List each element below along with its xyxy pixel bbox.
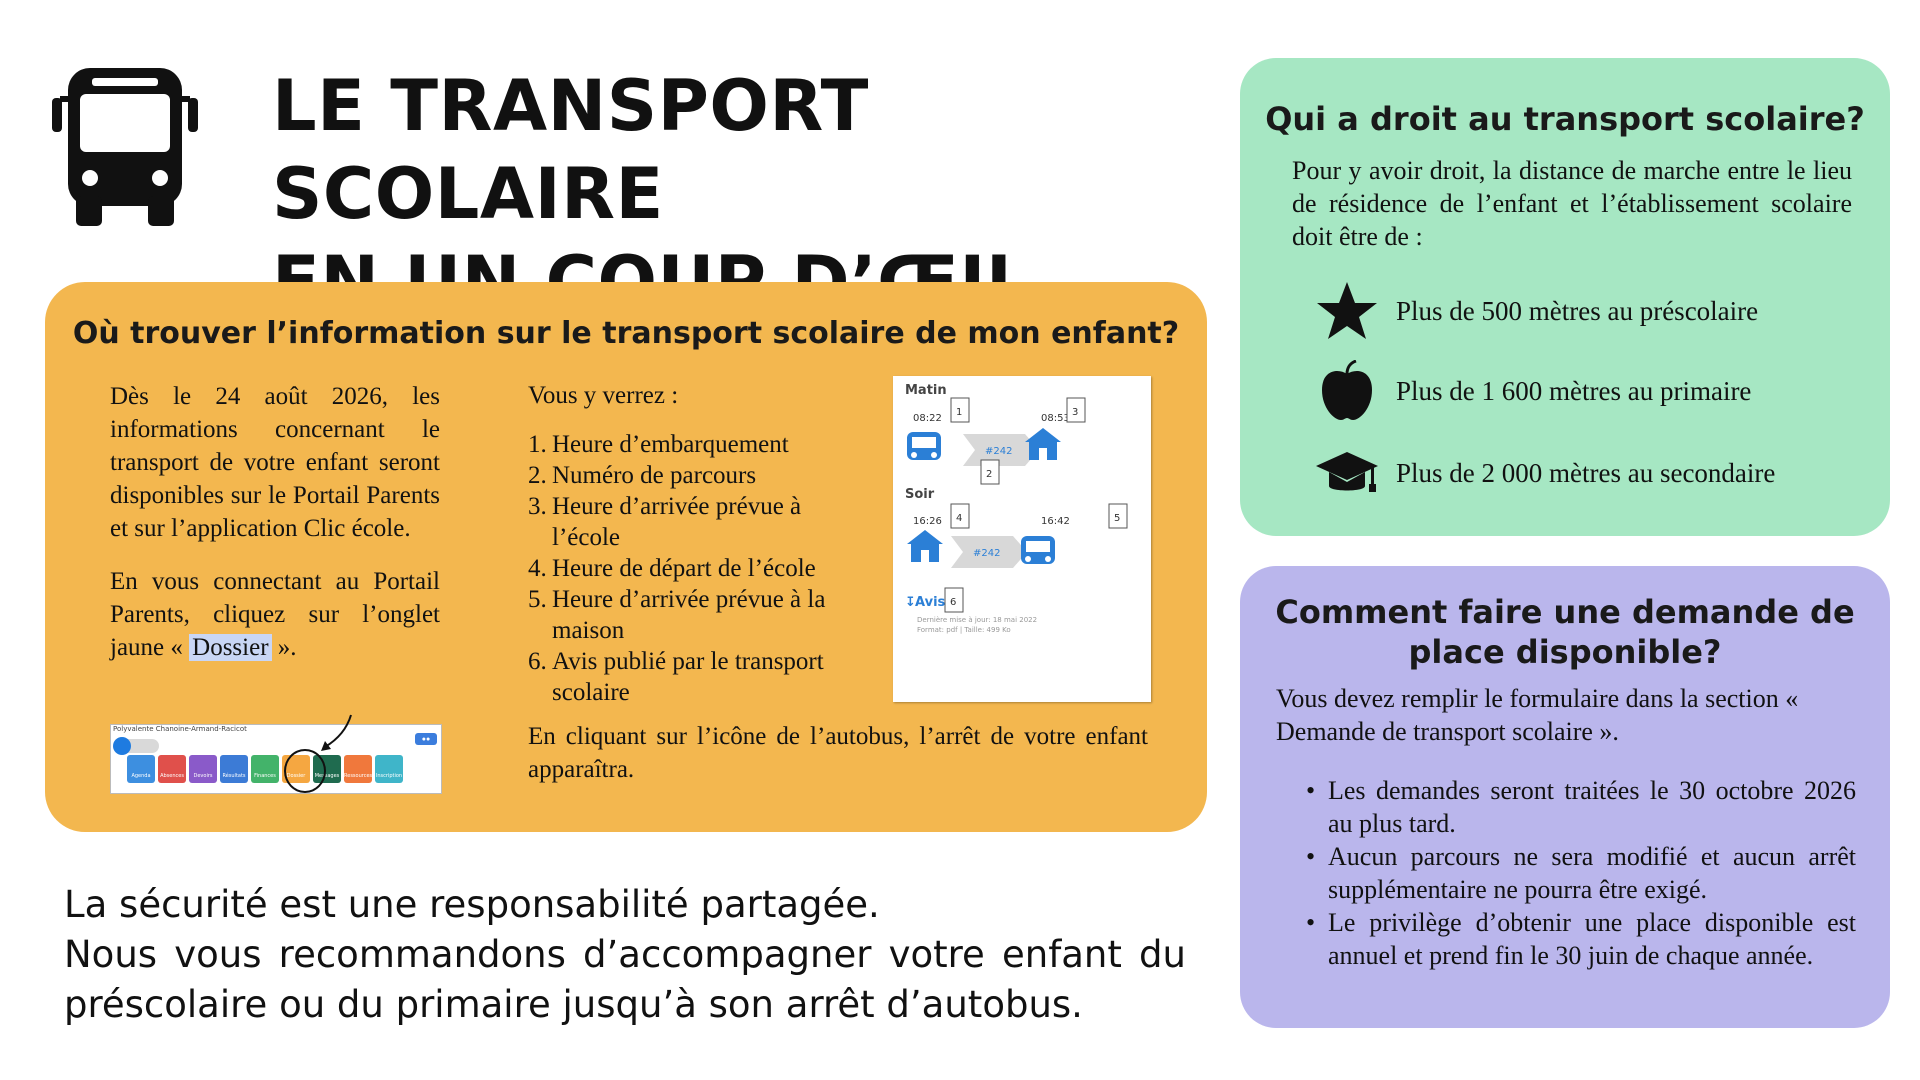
- portal-tile-ressources[interactable]: Ressources: [344, 755, 372, 783]
- criterion-preschool: Plus de 500 mètres au préscolaire: [1316, 280, 1758, 342]
- avis-meta-2: Format: pdf | Taille: 499 Ko: [917, 626, 1011, 634]
- safety-line-2: Nous vous recommandons d’accompagner vot…: [64, 933, 1186, 1026]
- step-item: 5.Heure d’arrivée prévue à la maison: [528, 584, 858, 646]
- info-left-column: Dès le 24 août 2026, les informations co…: [110, 380, 440, 684]
- dossier-tab-circle: [284, 749, 326, 793]
- request-card: Comment faire une demande de place dispo…: [1240, 566, 1890, 1028]
- marker-box-1: [950, 397, 970, 423]
- eligibility-heading: Qui a droit au transport scolaire?: [1265, 100, 1865, 138]
- marker-3: 3: [1072, 407, 1078, 418]
- portal-tile-résultats[interactable]: Résultats: [220, 755, 248, 783]
- criterion-preschool-text: Plus de 500 mètres au préscolaire: [1396, 295, 1759, 326]
- step-number: 2.: [528, 462, 547, 489]
- portal-instruction-text: En vous connectant au Portail Parents, c…: [110, 568, 440, 661]
- marker-4: 4: [956, 513, 962, 524]
- portal-screenshot: Polyvalente Chanoine-Armand-Racicot ●● A…: [110, 714, 442, 794]
- step-number: 5.: [528, 586, 547, 613]
- step-text: Numéro de parcours: [552, 462, 757, 489]
- house-icon: [907, 530, 943, 562]
- portal-school-name: Polyvalente Chanoine-Armand-Racicot: [113, 725, 247, 733]
- criterion-primary: Plus de 1 600 mètres au primaire: [1316, 360, 1751, 422]
- marker-box-3: [1066, 397, 1086, 423]
- apple-icon: [1322, 360, 1372, 420]
- eligibility-intro: Pour y avoir droit, la distance de march…: [1292, 156, 1852, 251]
- portal-users-badge: ●●: [415, 733, 437, 745]
- eligibility-card: Qui a droit au transport scolaire? Pour …: [1240, 58, 1890, 536]
- portal-tile-absences[interactable]: Absences: [158, 755, 186, 783]
- marker-2: 2: [986, 469, 992, 480]
- bus-icon-hint: En cliquant sur l’icône de l’autobus, l’…: [528, 723, 1148, 783]
- title-line-1: LE TRANSPORT SCOLAIRE: [272, 65, 869, 235]
- steps-title: Vous y verrez :: [528, 382, 679, 409]
- portal-tile-inscription[interactable]: Inscription: [375, 755, 403, 783]
- marker-box-2: [980, 459, 1000, 485]
- portal-instruction-paragraph: En vous connectant au Portail Parents, c…: [110, 565, 440, 664]
- step-number: 4.: [528, 555, 547, 582]
- step-item: 3.Heure d’arrivée prévue à l’école: [528, 491, 858, 553]
- schedule-matin-label: Matin: [905, 383, 947, 398]
- step-item: 6.Avis publié par le transport scolaire: [528, 646, 858, 708]
- schedule-time-board-am: 08:22: [913, 413, 942, 424]
- schedule-time-depart-pm: 16:26: [913, 516, 942, 527]
- portal-avatar: [113, 737, 131, 755]
- house-icon: [1025, 428, 1061, 460]
- criterion-secondary-text: Plus de 2 000 mètres au secondaire: [1396, 457, 1776, 488]
- step-text: Heure d’arrivée prévue à la maison: [552, 586, 826, 644]
- marker-1: 1: [956, 407, 962, 418]
- marker-5: 5: [1114, 513, 1120, 524]
- marker-box-5: [1108, 503, 1128, 529]
- step-number: 6.: [528, 648, 547, 675]
- dossier-tab-highlight: Dossier: [189, 634, 272, 661]
- marker-box-4: [950, 503, 970, 529]
- portal-tile-finances[interactable]: Finances: [251, 755, 279, 783]
- step-item: 2.Numéro de parcours: [528, 460, 858, 491]
- info-card: Où trouver l’information sur le transpor…: [45, 282, 1207, 832]
- download-icon: ↧: [905, 595, 916, 610]
- step-item: 4.Heure de départ de l’école: [528, 553, 858, 584]
- bus-icon: [907, 432, 941, 460]
- marker-box-6: [944, 587, 964, 613]
- request-heading: Comment faire une demande de place dispo…: [1275, 593, 1855, 671]
- portal-instruction-end: ».: [271, 634, 297, 661]
- route-number-pm: #242: [973, 548, 1000, 559]
- avis-link[interactable]: Avis: [915, 595, 946, 610]
- schedule-time-arrive-pm: 16:42: [1041, 516, 1070, 527]
- step-text: Heure d’arrivée prévue à l’école: [552, 493, 802, 551]
- schedule-preview: Matin 08:22 08:53 1 3 #242 2 Soir 16:26 …: [893, 376, 1151, 702]
- star-icon: [1317, 282, 1377, 339]
- step-item: 1.Heure d’embarquement: [528, 429, 858, 460]
- route-arrow-pm: [951, 536, 1027, 568]
- criterion-secondary: Plus de 2 000 mètres au secondaire: [1316, 442, 1775, 504]
- portal-tile-devoirs[interactable]: Devoirs: [189, 755, 217, 783]
- request-rule-item: Les demandes seront traitées le 30 octob…: [1306, 774, 1856, 840]
- request-rule-item: Le privilège d’obtenir une place disponi…: [1306, 906, 1856, 972]
- bus-icon: [1021, 536, 1055, 564]
- schedule-soir-label: Soir: [905, 487, 935, 502]
- marker-6: 6: [950, 597, 956, 608]
- avis-meta-1: Dernière mise à jour: 18 mai 2022: [917, 616, 1037, 624]
- step-text: Avis publié par le transport scolaire: [552, 648, 824, 706]
- request-rule-item: Aucun parcours ne sera modifié et aucun …: [1306, 840, 1856, 906]
- bus-icon: [52, 68, 198, 226]
- step-number: 3.: [528, 493, 547, 520]
- portal-tile-agenda[interactable]: Agenda: [127, 755, 155, 783]
- safety-message: La sécurité est une responsabilité parta…: [64, 880, 1186, 1030]
- step-number: 1.: [528, 431, 547, 458]
- criterion-primary-text: Plus de 1 600 mètres au primaire: [1396, 375, 1752, 406]
- safety-line-1: La sécurité est une responsabilité parta…: [64, 883, 880, 926]
- schedule-time-arrive-am: 08:53: [1041, 413, 1070, 424]
- arrow-icon: [321, 714, 352, 751]
- request-rules-list: Les demandes seront traitées le 30 octob…: [1306, 774, 1856, 972]
- graduation-cap-icon: [1316, 452, 1378, 492]
- route-arrow-am: [963, 434, 1039, 466]
- availability-paragraph: Dès le 24 août 2026, les informations co…: [110, 383, 440, 542]
- step-text: Heure d’embarquement: [552, 431, 789, 458]
- info-card-heading: Où trouver l’information sur le transpor…: [72, 316, 1180, 351]
- request-intro: Vous devez remplir le formulaire dans la…: [1276, 684, 1799, 746]
- step-text: Heure de départ de l’école: [552, 555, 816, 582]
- route-number-am: #242: [985, 446, 1012, 457]
